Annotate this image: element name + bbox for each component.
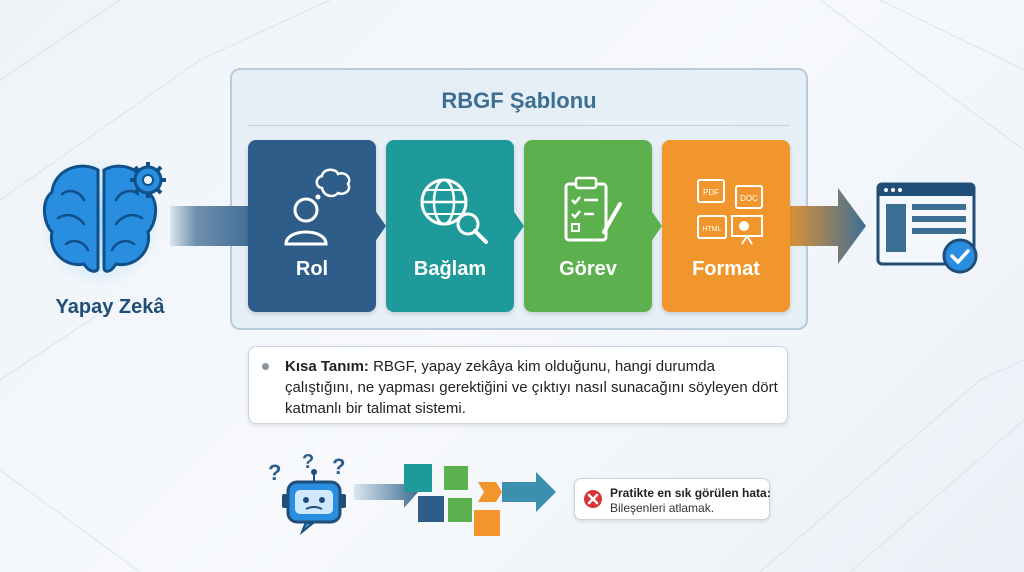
error-box: Pratikte en sık görülen hata: Bileşenler… (574, 478, 771, 520)
bullet-dot (262, 363, 269, 370)
step-label-gorev: Görev (559, 258, 617, 280)
tag-doc: DOC (740, 194, 758, 203)
step-card-format: PDF DOC HTML Format (662, 140, 790, 312)
definition-heading: Kısa Tanım: (285, 358, 369, 375)
globe-search-icon (420, 178, 488, 244)
clipboard-checklist-icon (564, 176, 622, 242)
document-formats-icon: PDF DOC HTML (697, 179, 763, 245)
step-card-baglam: Bağlam (386, 140, 514, 312)
step-label-format: Format (692, 258, 760, 280)
step-label-baglam: Bağlam (413, 258, 487, 280)
step-card-rol: Rol (248, 140, 376, 312)
error-title: Pratikte en sık görülen hata: (610, 486, 771, 500)
step-card-gorev: Görev (524, 140, 652, 312)
tag-html: HTML (702, 226, 721, 233)
panel-title: RBGF Şablonu (441, 88, 597, 113)
svg-text:?: ? (332, 454, 345, 479)
error-body: Bileşenleri atlamak. (610, 501, 715, 515)
definition-body: RBGF, yapay zekâya kim olduğunu, hangi d… (285, 358, 778, 417)
confused-robot-icon: ? ? ? (268, 451, 346, 536)
svg-text:?: ? (268, 460, 281, 485)
step-label-rol: Rol (295, 258, 329, 280)
broken-flow-graphic (354, 464, 556, 536)
definition-box: Kısa Tanım: RBGF, yapay zekâya kim olduğ… (248, 346, 788, 424)
ai-label: Yapay Zekâ (55, 296, 165, 318)
svg-text:?: ? (302, 451, 314, 473)
person-thought-icon (284, 168, 351, 246)
brain-gear-icon (40, 156, 166, 288)
tag-pdf: PDF (703, 188, 719, 197)
definition-text: Kısa Tanım: RBGF, yapay zekâya kim olduğ… (285, 356, 781, 419)
panel-divider (248, 125, 790, 126)
verified-window-icon (876, 182, 978, 274)
error-x-icon (584, 490, 602, 508)
